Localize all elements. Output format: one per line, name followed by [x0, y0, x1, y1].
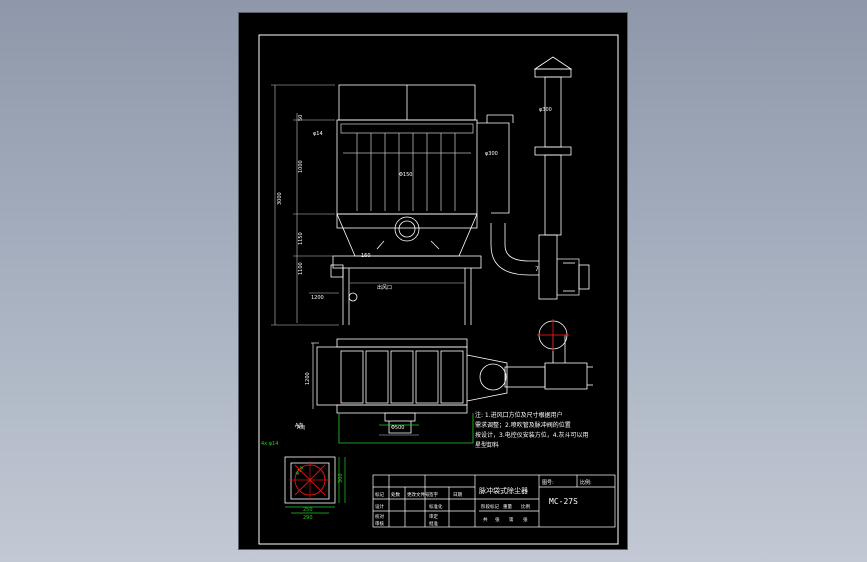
chimney-dia-label: φ300 — [539, 107, 552, 113]
note-line: 按设计，3.电控仪安装方位，4.灰斗可以用 — [475, 431, 588, 439]
tb-sheet: 张 — [523, 516, 528, 523]
flange-outer — [284, 456, 336, 504]
tb-cell: 日期 — [453, 492, 462, 498]
tb-sheet: 张 — [495, 516, 500, 523]
motor-note: 7 — [535, 266, 539, 273]
tb-sheet: 共 — [483, 516, 488, 523]
top-cap-dim: 50 — [298, 115, 304, 121]
filter-body — [336, 119, 478, 215]
tb-cell: 审核 — [375, 520, 384, 527]
plan-body — [316, 346, 468, 406]
tb-cell: 批准 — [429, 520, 438, 527]
outlet-note: 出风口 — [377, 284, 392, 291]
inlet-note: φ14 — [313, 131, 323, 137]
hopper-dim: 1150 — [298, 232, 304, 245]
plan-view — [311, 320, 593, 436]
tb-cell: 标准化 — [429, 503, 443, 510]
pipe-dia-label: φ300 — [485, 151, 498, 157]
dimension-lines — [271, 84, 339, 326]
code-label: 图号: — [542, 480, 554, 486]
filter-bag-label: Φ150 — [399, 172, 412, 178]
view-label: A向 — [297, 424, 305, 431]
drawing-title: 脉冲袋式除尘器 — [479, 486, 528, 495]
drawing-number: MC-27S — [549, 497, 578, 506]
note-line: 注: 1.进风口方位及尺寸根据用户 — [475, 411, 563, 419]
title-block: 脉冲袋式除尘器 MC-27S 图号: 比例: 标记 处数 更改文件号 签字 日期… — [372, 474, 616, 528]
note-line: 需求调整；2.喷吹管及脉冲阀的位置 — [475, 421, 571, 429]
section-a-label: A向 — [295, 422, 303, 429]
hopper — [336, 213, 478, 257]
notes-block: 注: 1.进风口方位及尺寸根据用户 需求调整；2.喷吹管及脉冲阀的位置 按设计，… — [475, 411, 588, 449]
elbow-pipe — [490, 223, 539, 276]
ratio-label: 比例: — [580, 479, 592, 486]
overall-height-dim: 3000 — [277, 192, 283, 205]
flange-bolt-dim: 290 — [303, 515, 313, 521]
engineering-drawing: 3000 50 1000 1150 1100 φ300 φ300 Φ150 φ1… — [258, 34, 619, 545]
inspection-port — [394, 216, 420, 242]
hopper-note: 160 — [361, 253, 371, 259]
tb-cell: 签字 — [429, 491, 438, 498]
plan-width-dim: 1200 — [305, 372, 311, 385]
plan-motor — [544, 362, 588, 390]
plan-bottom-dim: Φ500 — [391, 425, 404, 431]
base-frame — [332, 255, 482, 269]
plan-fan — [479, 363, 507, 391]
tb-cell: 设计 — [375, 503, 384, 510]
drawing-sheet: 3000 50 1000 1150 1100 φ300 φ300 Φ150 φ1… — [239, 13, 627, 549]
inlet-duct — [477, 122, 510, 214]
leg-dim: 1100 — [298, 262, 304, 275]
flange-side-dim: 300 — [338, 473, 344, 483]
filter-bags — [343, 133, 471, 211]
leg-note: 1200 — [311, 295, 324, 301]
note-line: 星型卸料 — [475, 441, 499, 449]
discharge-valve — [348, 292, 358, 302]
tb-cell: 审定 — [429, 513, 438, 520]
tb-meta: 阶段标记 — [481, 503, 499, 510]
section-outline — [338, 413, 474, 444]
tb-meta: 重量 — [503, 503, 512, 510]
flange-square-dim: 250 — [303, 507, 313, 513]
drawing-frame — [258, 34, 619, 545]
front-elevation — [271, 56, 590, 326]
fan-housing — [538, 234, 558, 300]
filter-section-dim: 1000 — [298, 160, 304, 173]
plan-cells — [340, 350, 464, 404]
tb-cell: 标记 — [375, 491, 384, 498]
flange-detail: 4x φ14 A向 250 290 300 φ14 — [261, 424, 346, 521]
tb-cell: 处数 — [391, 491, 400, 498]
tb-sheet: 第 — [509, 516, 514, 523]
plan-outlet-duct — [466, 354, 508, 402]
center-marks — [537, 319, 569, 351]
tb-cell: 更改文件号 — [407, 491, 430, 498]
tb-cell: 校对 — [375, 513, 384, 520]
tb-meta: 比例 — [521, 503, 530, 510]
flange-note: 4x φ14 — [261, 441, 278, 447]
flange-hole-dim: φ14 — [294, 465, 305, 476]
chimney-cap — [533, 56, 573, 70]
